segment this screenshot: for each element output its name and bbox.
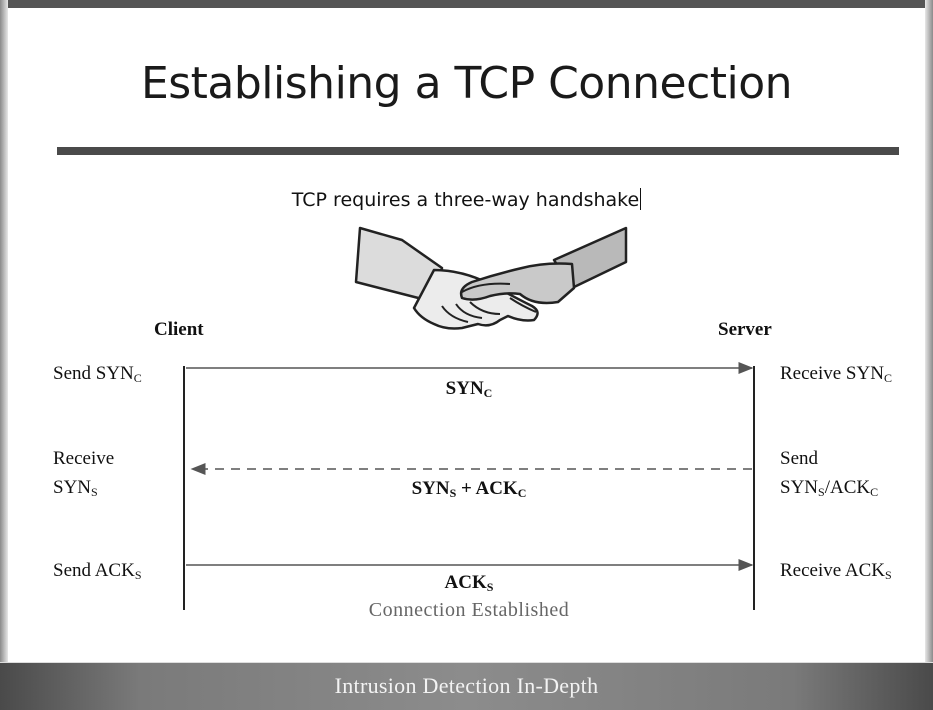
client-step-3: Send ACKS bbox=[53, 560, 142, 582]
server-step-3: Receive ACKS bbox=[780, 560, 892, 582]
title-divider bbox=[57, 147, 899, 155]
message-ack: ACKS bbox=[444, 572, 494, 594]
footer-title: Intrusion Detection In-Depth bbox=[334, 673, 599, 698]
message-syn-ack: SYNS + ACKC bbox=[411, 478, 527, 500]
slide-subtitle: TCP requires a three-way handshake bbox=[0, 188, 933, 211]
slide-title: Establishing a TCP Connection bbox=[140, 58, 793, 109]
connection-established-note: Connection Established bbox=[368, 599, 570, 621]
footer-bar: Intrusion Detection In-Depth bbox=[0, 662, 933, 710]
left-border bbox=[0, 0, 8, 709]
server-header: Server bbox=[718, 319, 772, 340]
right-border bbox=[925, 0, 933, 709]
top-border bbox=[0, 0, 933, 8]
subtitle-text: TCP requires a three-way handshake bbox=[291, 189, 640, 211]
client-header: Client bbox=[154, 319, 204, 340]
message-syn: SYNC bbox=[445, 378, 493, 400]
text-cursor bbox=[640, 188, 642, 210]
handshake-icon bbox=[354, 226, 628, 330]
client-step-1: Send SYNC bbox=[53, 363, 142, 385]
server-step-1: Receive SYNC bbox=[780, 363, 892, 385]
